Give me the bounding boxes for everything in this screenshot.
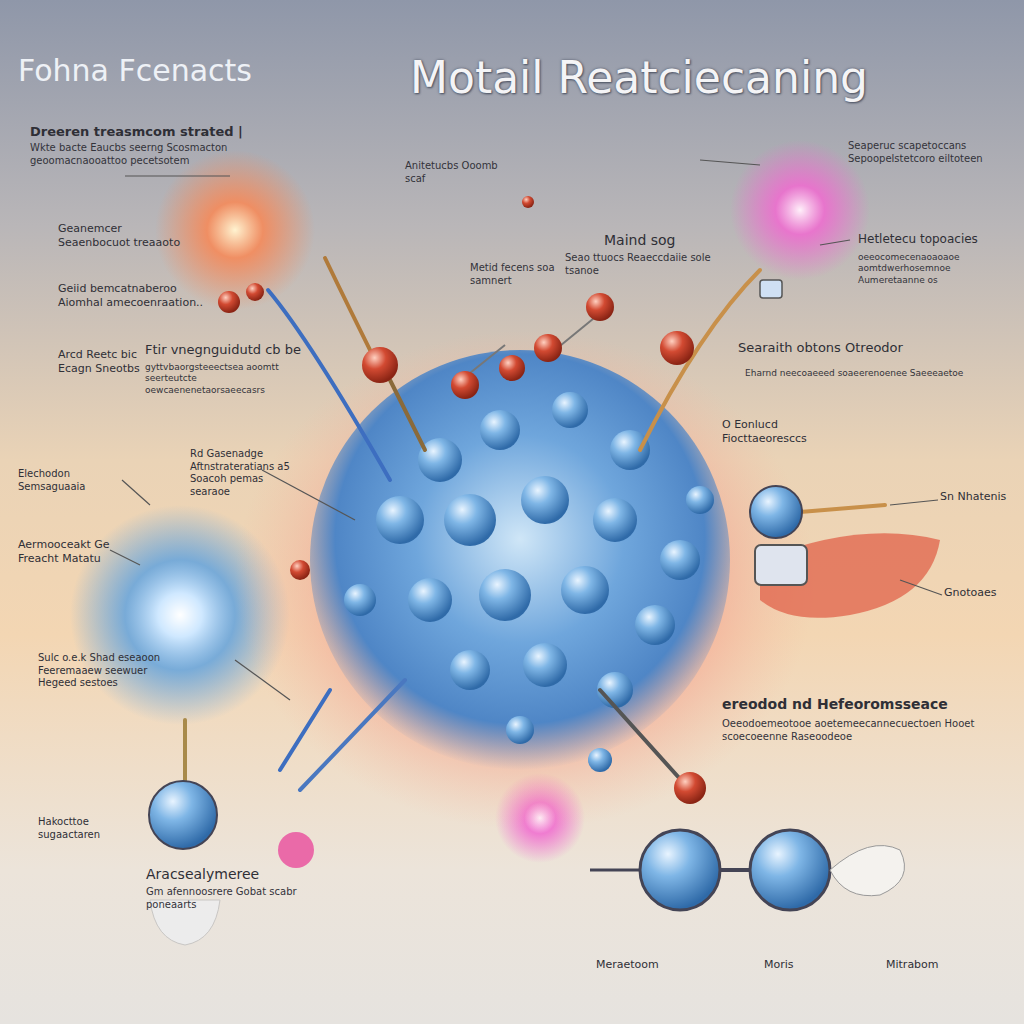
label-text: Aermooceakt Ge Freacht Matatu [18, 538, 113, 566]
label-text: Eharnd neecoaeeed soaeerenoenee Saeeeaet… [745, 368, 1010, 379]
label-text: Aracsealymeree [146, 866, 316, 884]
label-text: Arcd Reetc bic Ecagn Sneotbs [58, 348, 143, 376]
label-text: Oeeodoemeotooe aoetemeecannecuectoen Hoo… [722, 718, 1012, 743]
label-text: Rd Gasenadge Aftnstrateratians a5 Soacoh… [190, 448, 305, 498]
label-text: Metid fecens soa samnert [470, 262, 565, 287]
label-text: Seaperuc scapetoccans Sepoopelstetcoro e… [848, 140, 998, 165]
label-text: Hakocttoe sugaactaren [38, 816, 138, 841]
label-text: Geanemcer Seaenbocuot treaaoto [58, 222, 193, 250]
label-text: Elechodon Semsaguaaia [18, 468, 118, 493]
label-text: oeeocomecenaoaoaoe aomtdwerhosemnoe Aume… [858, 252, 1008, 286]
label-text: Dreeren treasmcom strated | [30, 124, 270, 140]
label-text: Geiid bemcatnaberoo Aiomhal amecoenraati… [58, 282, 218, 310]
label-text: Fohna Fcenacts [18, 52, 338, 90]
label-text: ereodod nd Hefeoromsseace [722, 696, 1012, 714]
label-text: Anitetucbs Ooomb scaf [405, 160, 500, 185]
label-text: Hetletecu topoacies [858, 232, 1018, 247]
label-text: Moris [764, 958, 824, 972]
label-text: Sn Nhatenis [940, 490, 1018, 504]
label-text: gyttvbaorgsteeectsea aoomtt seerteutcte … [145, 362, 310, 396]
label-text: Ftir vnegnguidutd cb be [145, 342, 355, 358]
label-text: Gm afennoosrere Gobat scabr poneaarts [146, 886, 306, 911]
label-text: Wkte bacte Eaucbs seerng Scosmacton geoo… [30, 142, 240, 167]
title: Motail Reatciecaning [410, 52, 868, 103]
label-text: Mitrabom [886, 958, 976, 972]
label-text: Meraetoom [596, 958, 686, 972]
label-text: Searaith obtons Otreodor [738, 340, 958, 356]
label-text: Maind sog [604, 232, 714, 250]
label-text: O Eonlucd Fiocttaeoresccs [722, 418, 847, 446]
label-text: Seao ttuocs Reaeccdaiie sole tsanoe [565, 252, 730, 277]
label-text: Sulc o.e.k Shad eseaoon Feeremaaew seewu… [38, 652, 178, 690]
label-text: Gnotoaes [944, 586, 1018, 600]
